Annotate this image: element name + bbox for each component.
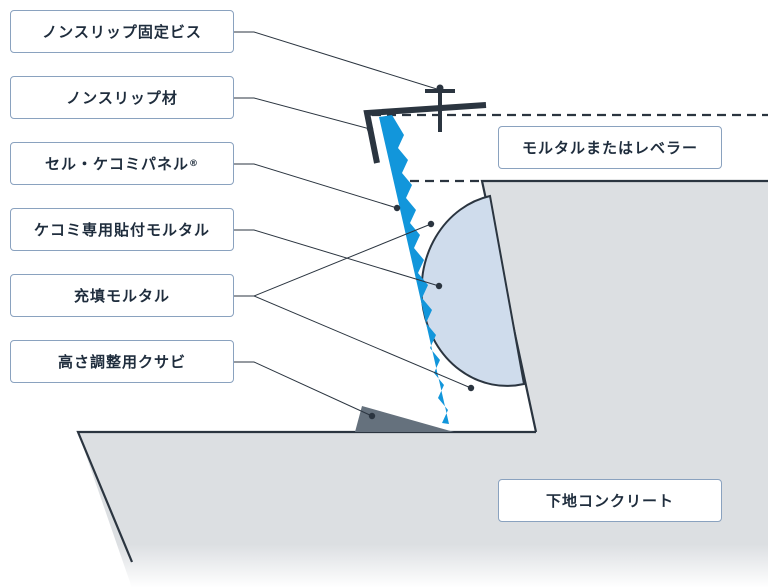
base-concrete-slab — [78, 432, 768, 588]
label-shim-text: 高さ調整用クサビ — [57, 353, 186, 371]
label-filling-mortar-text: 充填モルタル — [73, 287, 170, 305]
leader-nonslip-screw — [234, 31, 441, 91]
label-nonslip-screw-text: ノンスリップ固定ビス — [42, 23, 202, 41]
leader-filling-mortar-b — [253, 295, 472, 389]
leader-panel — [234, 163, 398, 209]
label-filling-mortar: 充填モルタル — [10, 274, 234, 317]
registered-mark: ® — [189, 158, 199, 169]
leader-shim — [234, 361, 373, 417]
label-nonslip-screw: ノンスリップ固定ビス — [10, 10, 234, 53]
label-base-concrete-text: 下地コンクリート — [545, 492, 674, 510]
height-adjust-wedge — [355, 406, 454, 432]
riser-panel — [379, 115, 449, 424]
label-adhesive-mortar: ケコミ専用貼付モルタル — [10, 208, 234, 251]
leader-lines — [234, 31, 472, 417]
label-panel-text: セル・ケコミパネル — [44, 155, 189, 173]
label-base-concrete: 下地コンクリート — [498, 479, 722, 522]
label-shim: 高さ調整用クサビ — [10, 340, 234, 383]
label-mortar-or-leveler-text: モルタルまたはレベラー — [521, 139, 698, 157]
step-concrete — [482, 181, 768, 432]
nonslip-angle — [363, 102, 487, 164]
label-mortar-or-leveler: モルタルまたはレベラー — [498, 126, 722, 169]
leader-filling-mortar-a — [234, 223, 432, 297]
leader-adhesive-mortar — [234, 229, 440, 287]
leader-dots — [366, 86, 475, 420]
label-nonslip-material: ノンスリップ材 — [10, 76, 234, 119]
leader-nonslip-material — [234, 97, 371, 130]
label-nonslip-material-text: ノンスリップ材 — [66, 89, 178, 107]
label-adhesive-mortar-text: ケコミ専用貼付モルタル — [33, 221, 210, 239]
label-panel: セル・ケコミパネル® — [10, 142, 234, 185]
